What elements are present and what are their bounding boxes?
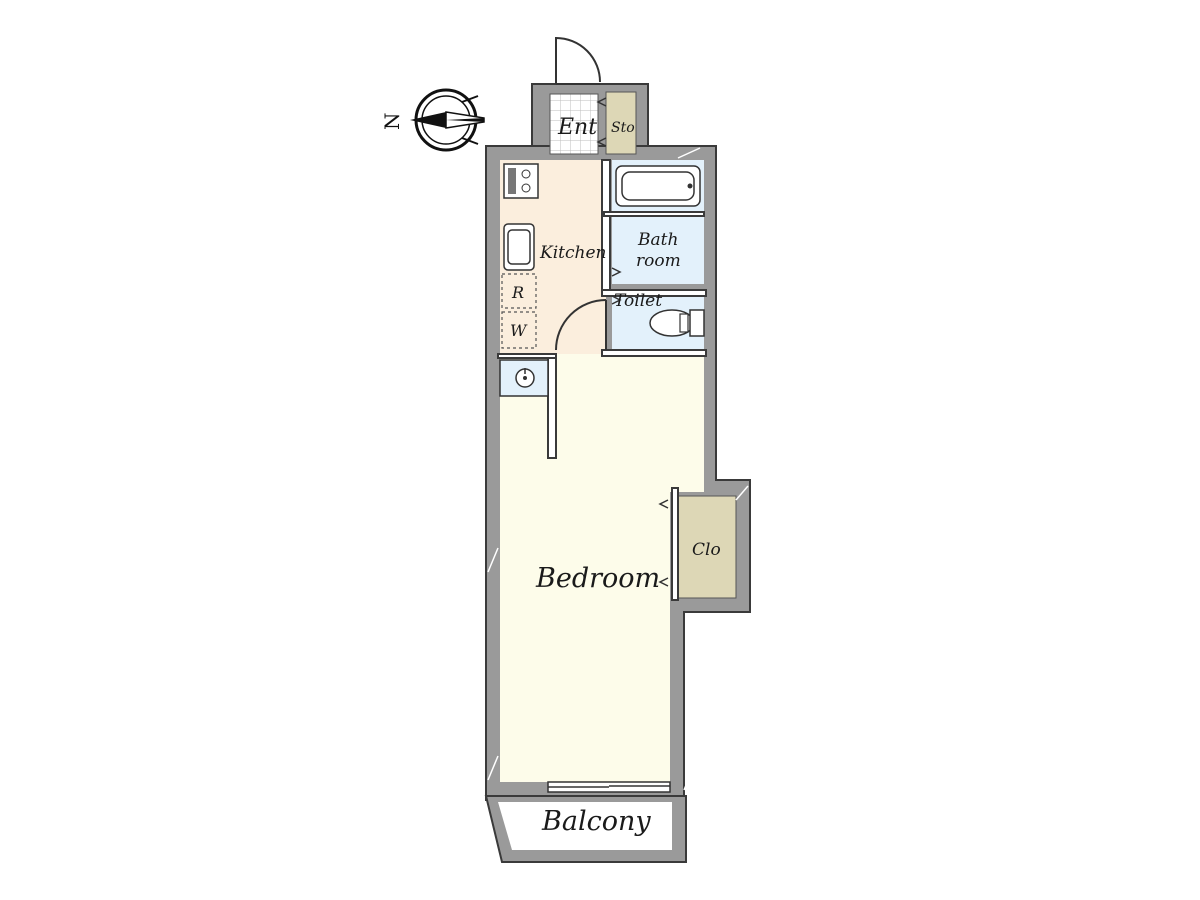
balcony-label: Balcony <box>541 806 651 837</box>
door-markers <box>596 97 669 587</box>
toilet-label: Toilet <box>614 291 662 311</box>
bedroom-room <box>500 354 704 782</box>
interior-walls <box>497 159 707 601</box>
north-label: N <box>380 113 404 131</box>
bedroom-window <box>547 781 671 793</box>
stove-icon <box>503 163 539 199</box>
entrance-floor <box>549 93 599 155</box>
toilet-icon <box>649 309 705 337</box>
refrigerator-label: R <box>511 283 524 302</box>
storage-room <box>605 91 637 155</box>
bedroom-label: Bedroom <box>535 563 660 594</box>
closet-label: Clo <box>692 540 721 560</box>
refrigerator-space: R <box>501 273 537 309</box>
bathroom-label-line2: room <box>636 251 681 271</box>
washbasin-icon <box>499 359 549 397</box>
entrance-door[interactable] <box>555 36 601 85</box>
bathroom-label-line1: Bath <box>637 230 678 250</box>
closet-room <box>675 495 737 599</box>
washer-space: W <box>501 311 537 349</box>
balcony-floor <box>498 802 672 850</box>
compass-icon: N <box>380 88 485 152</box>
entrance-label: Ent <box>557 115 597 140</box>
washer-label: W <box>510 321 528 340</box>
wall-hatching <box>487 147 749 791</box>
bathtub-icon <box>615 165 701 207</box>
storage-label: Sto <box>611 120 635 136</box>
kitchen-label: Kitchen <box>539 243 606 263</box>
sink-icon <box>503 223 535 271</box>
toilet-door[interactable] <box>555 299 607 351</box>
